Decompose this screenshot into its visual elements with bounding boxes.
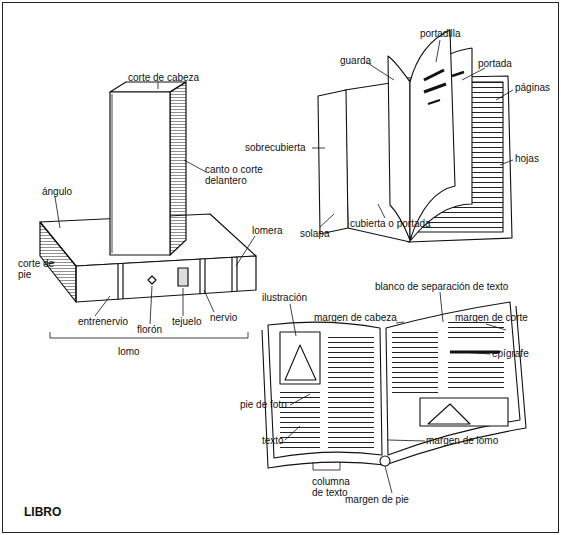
part-label: canto o corte delantero <box>205 164 295 186</box>
part-label: blanco de separación de texto <box>375 281 508 292</box>
part-label: sobrecubierta <box>245 142 306 153</box>
part-label: solapa <box>300 228 329 239</box>
part-label: pie de foto <box>240 399 287 410</box>
diagram-title: LIBRO <box>24 505 61 519</box>
closed-books <box>40 82 256 302</box>
part-label: margen de cabeza <box>314 312 397 323</box>
part-label: epígrafe <box>492 348 529 359</box>
part-label: lomo <box>118 346 140 357</box>
part-label: entrenervio <box>78 316 128 327</box>
frame <box>3 3 559 533</box>
part-label: guarda <box>340 55 371 66</box>
part-label: corte de pie <box>18 258 58 280</box>
part-label: florón <box>137 324 162 335</box>
part-label: tejuelo <box>172 316 201 327</box>
part-label: margen de pie <box>345 494 409 505</box>
part-label: portadilla <box>420 28 461 39</box>
part-label: cubierta o portada <box>350 218 431 229</box>
part-label: margen de corte <box>455 312 528 323</box>
part-label: corte de cabeza <box>128 72 199 83</box>
leader-lines <box>44 40 513 493</box>
part-label: margen de lomo <box>426 435 498 446</box>
part-label: hojas <box>515 153 539 164</box>
open-cover-book <box>318 30 512 242</box>
part-label: ilustración <box>262 292 307 303</box>
part-label: páginas <box>515 82 550 93</box>
part-label: portada <box>478 58 512 69</box>
open-book <box>262 302 526 468</box>
part-label: texto <box>262 435 284 446</box>
part-label: ángulo <box>42 186 72 197</box>
part-label: nervio <box>210 312 237 323</box>
part-label: lomera <box>252 225 283 236</box>
